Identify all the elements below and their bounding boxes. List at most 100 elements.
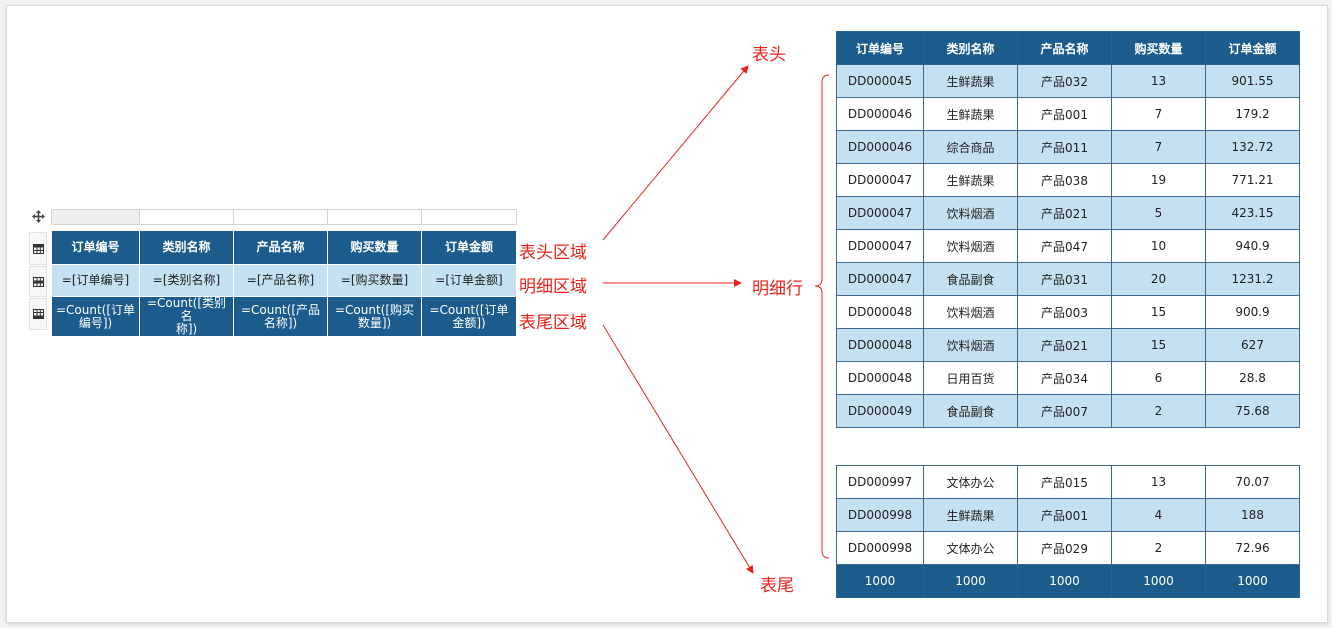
footer-formula-line: =Count([产品: [240, 302, 321, 317]
footer-formula-line: 称]): [175, 322, 198, 336]
preview-detail-cell: DD000047: [836, 163, 924, 197]
preview-detail-cell: DD000049: [836, 394, 924, 428]
designer-footer-cell[interactable]: =Count([类别名称]): [139, 296, 234, 337]
preview-footer-cell: 1000: [1017, 564, 1112, 598]
preview-detail-cell: 产品031: [1017, 262, 1112, 296]
preview-detail-cell: 产品001: [1017, 498, 1112, 532]
preview-detail-cell: 901.55: [1205, 64, 1300, 98]
designer-header-label: 产品名称: [256, 240, 305, 254]
footer-formula-line: =Count([订单: [55, 302, 136, 317]
preview-detail-cell: 70.07: [1205, 465, 1300, 499]
footer-formula-line: 金额]): [452, 315, 486, 330]
detail-zone-label: 明细区域: [519, 277, 587, 297]
footer-row-icon[interactable]: [29, 298, 47, 330]
preview-footer-cell: 1000: [1111, 564, 1206, 598]
footer-formula-line: =Count([购买: [334, 302, 415, 317]
footer-formula-line: =Count([订单: [429, 302, 509, 317]
preview-detail-cell: 5: [1111, 196, 1206, 230]
preview-detail-cell: 10: [1111, 229, 1206, 263]
preview-detail-cell: 产品011: [1017, 130, 1112, 164]
preview-detail-cell: 产品015: [1017, 465, 1112, 499]
preview-detail-cell: 产品003: [1017, 295, 1112, 329]
preview-header-cell: 产品名称: [1017, 31, 1112, 65]
column-ruler-segment[interactable]: [140, 210, 234, 224]
footer-formula-line: 名称]): [263, 315, 298, 330]
preview-detail-cell: 产品038: [1017, 163, 1112, 197]
preview-detail-cell: DD000048: [836, 328, 924, 362]
column-ruler-segment[interactable]: [52, 210, 140, 224]
preview-detail-cell: 13: [1111, 465, 1206, 499]
designer-header-cell[interactable]: 购买数量: [327, 230, 422, 265]
preview-detail-cell: 771.21: [1205, 163, 1300, 197]
report-designer: 订单编号 ⋯ 类别名称 产品名称 购买数量 订单金额 =[订单编号] =[类别名…: [29, 207, 517, 337]
column-ruler-segment[interactable]: [234, 210, 328, 224]
header-zone-label: 表头区域: [519, 243, 587, 263]
designer-footer-cell[interactable]: =Count([购买数量]): [327, 296, 422, 337]
header-callout-label: 表头: [752, 45, 786, 65]
preview-detail-cell: DD000048: [836, 295, 924, 329]
preview-detail-cell: 2: [1111, 531, 1206, 565]
designer-footer-cell[interactable]: =Count([产品名称]): [233, 296, 328, 337]
preview-header-cell: 类别名称: [923, 31, 1018, 65]
preview-detail-cell: 627: [1205, 328, 1300, 362]
preview-detail-cell: 28.8: [1205, 361, 1300, 395]
footer-callout-label: 表尾: [760, 576, 794, 596]
preview-detail-cell: 产品034: [1017, 361, 1112, 395]
preview-detail-cell: DD000046: [836, 130, 924, 164]
designer-detail-cell[interactable]: =[订单编号]: [51, 264, 140, 297]
preview-detail-cell: 72.96: [1205, 531, 1300, 565]
preview-detail-cell: 6: [1111, 361, 1206, 395]
designer-header-label: 订单金额: [444, 240, 493, 254]
preview-detail-cell: 7: [1111, 97, 1206, 131]
preview-detail-cell: 产品047: [1017, 229, 1112, 263]
designer-detail-cell[interactable]: =[类别名称]: [139, 264, 234, 297]
preview-detail-cell: 产品007: [1017, 394, 1112, 428]
preview-footer-cell: 1000: [923, 564, 1018, 598]
designer-header-label: 订单编号: [71, 240, 120, 254]
preview-detail-cell: 940.9: [1205, 229, 1300, 263]
preview-detail-cell: 综合商品: [923, 130, 1018, 164]
move-icon[interactable]: [29, 207, 47, 225]
preview-detail-cell: 15: [1111, 328, 1206, 362]
column-ruler: [51, 209, 517, 225]
preview-detail-cell: DD000997: [836, 465, 924, 499]
designer-footer-cell[interactable]: =Count([订单金额]): [421, 296, 517, 337]
designer-detail-cell[interactable]: =[产品名称]: [233, 264, 328, 297]
preview-detail-cell: 食品副食: [923, 394, 1018, 428]
preview-detail-cell: DD000998: [836, 498, 924, 532]
preview-detail-cell: 7: [1111, 130, 1206, 164]
preview-detail-cell: 产品021: [1017, 328, 1112, 362]
preview-detail-cell: 生鲜蔬果: [923, 163, 1018, 197]
designer-footer-row: =Count([订单编号]) =Count([类别名称]) =Count([产品…: [51, 296, 517, 337]
detail-row-icon[interactable]: [29, 266, 47, 297]
detail-bracket: [814, 74, 830, 559]
preview-detail-cell: 188: [1205, 498, 1300, 532]
column-ruler-segment[interactable]: [328, 210, 422, 224]
footer-arrow: [602, 324, 754, 574]
preview-detail-cell: 生鲜蔬果: [923, 64, 1018, 98]
designer-header-row: 订单编号 ⋯ 类别名称 产品名称 购买数量 订单金额: [51, 230, 517, 265]
designer-header-cell[interactable]: 产品名称: [233, 230, 328, 265]
designer-footer-cell[interactable]: =Count([订单编号]): [51, 296, 140, 337]
designer-header-cell[interactable]: 订单编号 ⋯: [51, 230, 140, 265]
designer-detail-row: =[订单编号] =[类别名称] =[产品名称] =[购买数量] =[订单金额]: [51, 264, 517, 297]
designer-detail-cell[interactable]: =[订单金额]: [421, 264, 517, 297]
preview-detail-cell: 文体办公: [923, 531, 1018, 565]
preview-detail-cell: 产品021: [1017, 196, 1112, 230]
designer-detail-cell[interactable]: =[购买数量]: [327, 264, 422, 297]
preview-detail-cell: DD000047: [836, 196, 924, 230]
designer-header-cell[interactable]: 类别名称: [139, 230, 234, 265]
header-row-icon[interactable]: [29, 232, 47, 265]
